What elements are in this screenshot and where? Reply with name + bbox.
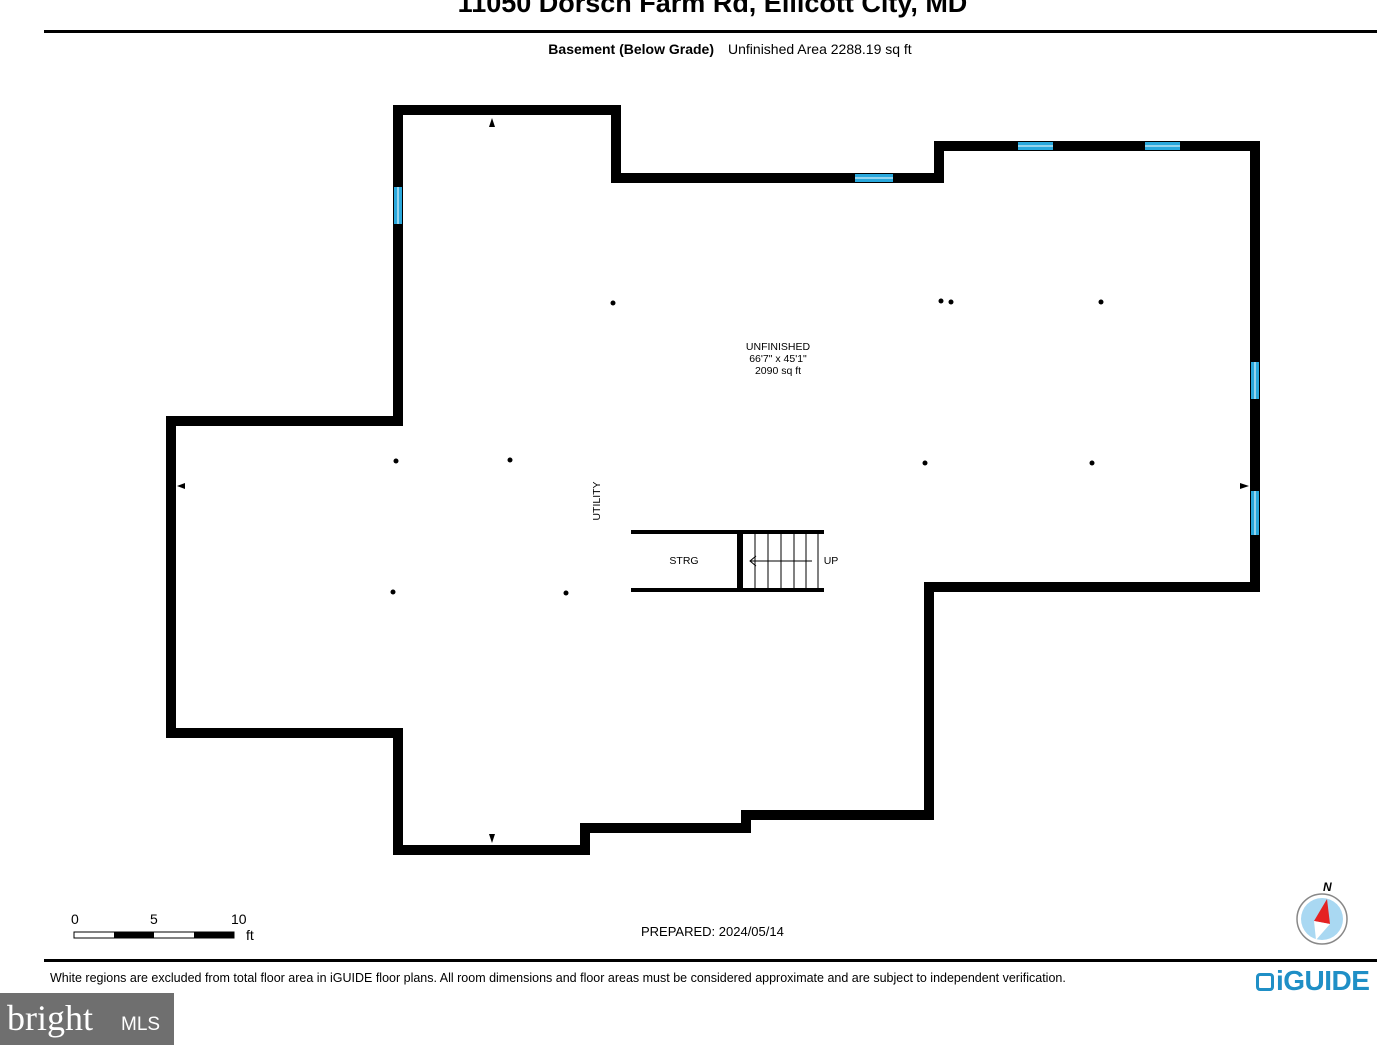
exterior-wall [166,105,1260,855]
scale-tick-5: 5 [150,911,158,927]
header-divider [44,30,1377,33]
room-storage: STRG [669,555,699,567]
room-unfinished: UNFINISHED 66'7" x 45'1" 2090 sq ft [728,341,828,377]
direction-arrows [177,118,1249,843]
level-name: Basement (Below Grade) [548,41,715,57]
room-area: 2090 sq ft [754,365,802,377]
level-summary: Basement (Below Grade) Unfinished Area 22… [0,41,1377,57]
prepared-date: PREPARED: 2024/05/14 [641,924,784,939]
footer-divider [44,959,1377,962]
compass-north-label: N [1323,880,1332,894]
stairs-up-label: UP [823,555,839,567]
page-title: 11050 Dorsch Farm Rd, Ellicott City, MD [457,0,968,18]
scale-tick-0: 0 [71,911,79,927]
room-dimensions: 66'7" x 45'1" [749,353,807,365]
disclaimer: White regions are excluded from total fl… [50,971,1066,985]
level-area: Unfinished Area 2288.19 sq ft [728,41,912,57]
scale-bar [73,931,235,939]
scale-unit: ft [246,927,254,943]
camera-icon [1256,973,1274,991]
room-name: UNFINISHED [745,341,811,353]
compass [1296,893,1348,945]
scale-tick-10: 10 [231,911,247,927]
iguide-logo: iGUIDE [1256,965,1370,997]
window-lines [397,145,1256,535]
bright-mls-watermark: bright MLS [0,993,174,1045]
column-dots [390,298,1104,596]
staircase [631,530,824,592]
room-utility: UTILITY [591,481,603,521]
